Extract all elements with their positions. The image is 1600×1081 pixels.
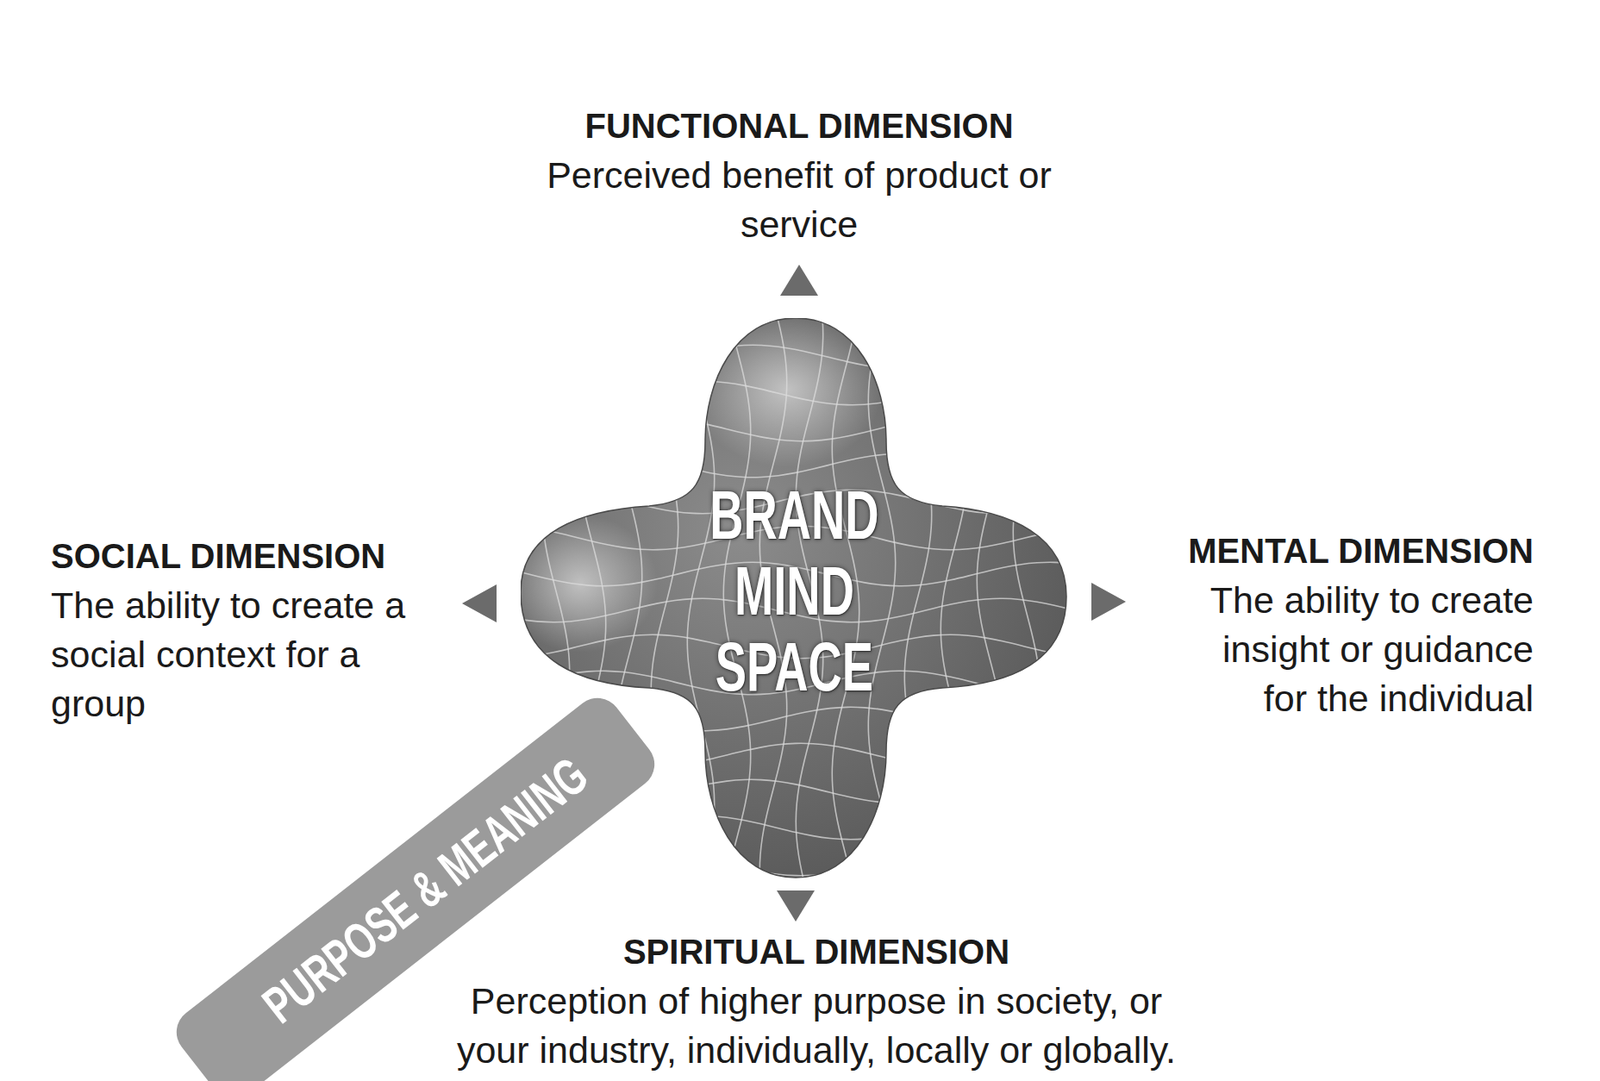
arrow-down	[776, 890, 815, 922]
dimension-description: Perception of higher purpose in society,…	[439, 976, 1194, 1075]
dimension-description: The ability to create a social context f…	[50, 581, 444, 729]
brand-title: BRAND MIND SPACE	[709, 477, 879, 706]
arrow-right	[1091, 582, 1126, 621]
purpose-band: PURPOSE & MEANING	[167, 687, 665, 1081]
arrow-up	[780, 264, 819, 296]
dimension-heading: FUNCTIONAL DIMENSION	[497, 101, 1101, 151]
dimension-heading: SOCIAL DIMENSION	[50, 531, 457, 582]
dimension-heading: SPIRITUAL DIMENSION	[428, 927, 1205, 977]
arrow-left	[462, 584, 497, 623]
dimension-description: The ability to create insight or guidanc…	[1188, 575, 1534, 724]
dimension-description: Perceived benefit of product or service	[531, 150, 1067, 250]
dimension-heading: MENTAL DIMENSION	[1119, 526, 1534, 576]
